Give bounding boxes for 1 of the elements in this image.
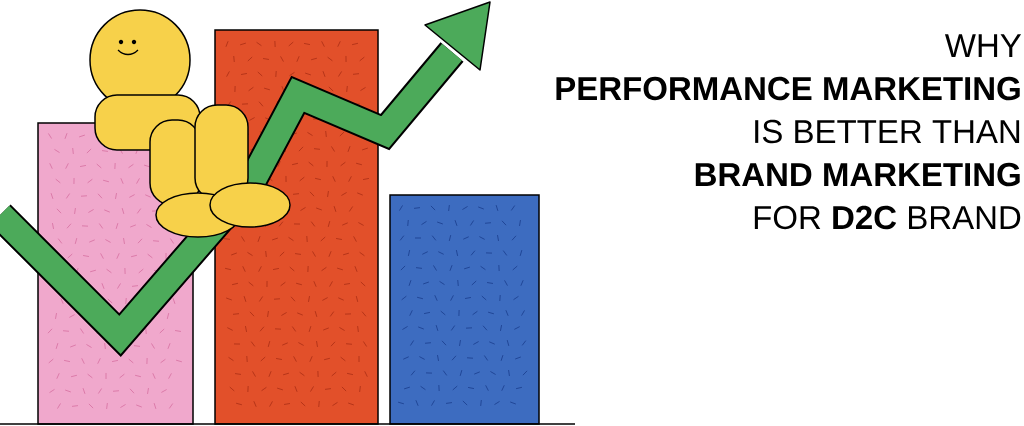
title: WHY PERFORMANCE MARKETING IS BETTER THAN BRAND MARKETING FOR D2C BRAND <box>556 34 1022 230</box>
